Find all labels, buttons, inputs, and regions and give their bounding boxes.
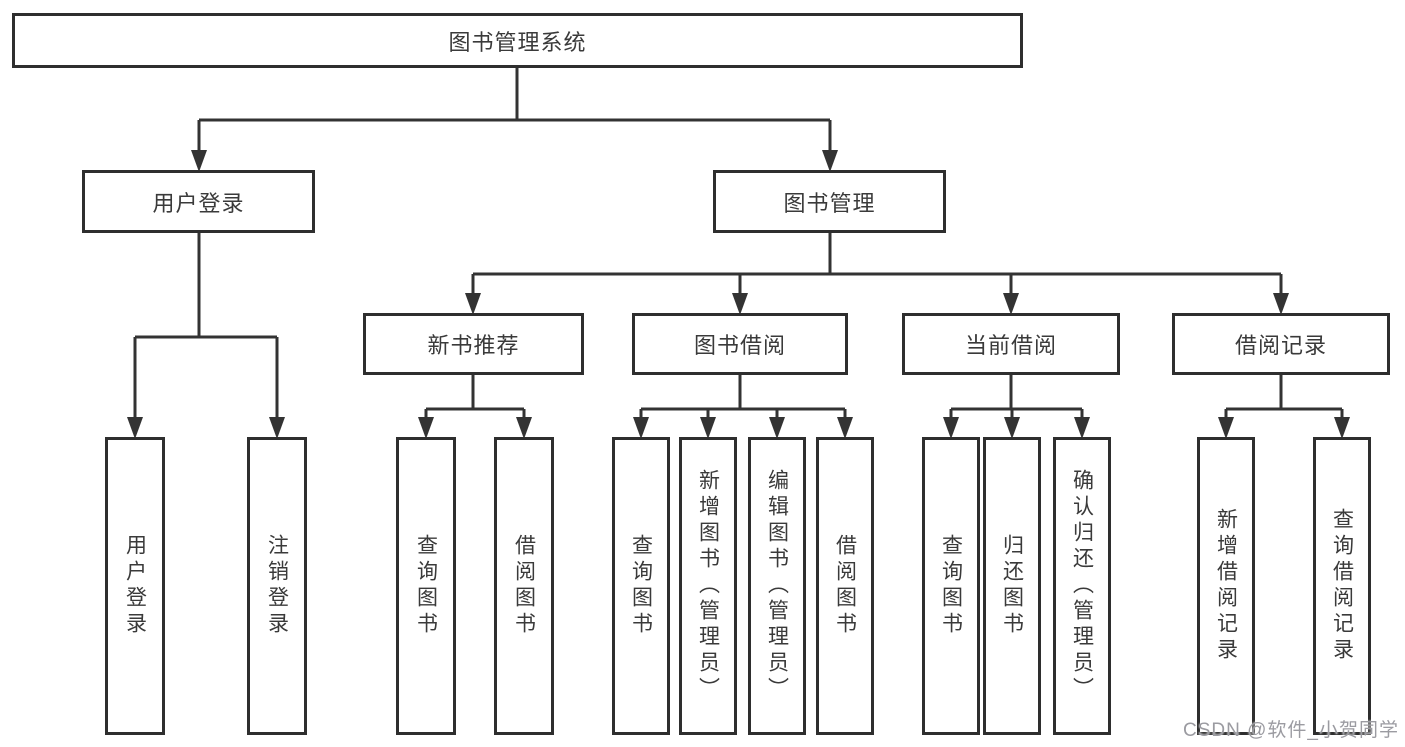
leaf-current-query-books: 查询图书 bbox=[922, 437, 980, 735]
leaf-borrowing-add-books-admin-label: 新增图书（管理员） bbox=[696, 469, 720, 703]
node-book-management-label: 图书管理 bbox=[783, 190, 876, 216]
arrow-head bbox=[1003, 293, 1019, 315]
leaf-borrowing-borrow-books: 借阅图书 bbox=[816, 437, 874, 735]
arrow-head bbox=[1004, 417, 1020, 439]
node-current-borrowing-label: 当前借阅 bbox=[964, 333, 1057, 358]
leaf-borrowing-edit-books-admin: 编辑图书（管理员） bbox=[748, 437, 806, 735]
leaf-borrowing-add-books-admin: 新增图书（管理员） bbox=[679, 437, 737, 735]
node-borrowing-records-label: 借阅记录 bbox=[1234, 333, 1327, 358]
node-current-borrowing: 当前借阅 bbox=[902, 313, 1120, 375]
connector-current-borrow-children bbox=[949, 375, 1084, 421]
arrow-head bbox=[700, 417, 716, 439]
leaf-user-login: 用户登录 bbox=[105, 437, 165, 735]
node-user-login: 用户登录 bbox=[82, 170, 315, 233]
connector-user-login-children bbox=[133, 233, 279, 419]
arrow-head bbox=[465, 293, 481, 315]
node-borrowing-records: 借阅记录 bbox=[1172, 313, 1390, 375]
leaf-borrowing-edit-books-admin-label: 编辑图书（管理员） bbox=[765, 469, 789, 703]
csdn-watermark: CSDN @软件_小贺同学 bbox=[1183, 720, 1399, 741]
connector-book-borrow-children bbox=[639, 375, 847, 421]
leaf-newbooks-borrow-books-label: 借阅图书 bbox=[512, 534, 536, 638]
node-new-book-recommend: 新书推荐 bbox=[363, 313, 584, 375]
node-new-book-recommend-label: 新书推荐 bbox=[427, 333, 520, 358]
leaf-newbooks-query-books-label: 查询图书 bbox=[414, 534, 438, 638]
arrow-head bbox=[269, 417, 285, 439]
node-user-login-label: 用户登录 bbox=[152, 190, 245, 216]
arrow-head bbox=[837, 417, 853, 439]
leaf-borrowing-query-books-label: 查询图书 bbox=[629, 534, 653, 638]
connector-book-mgmt-children bbox=[471, 233, 1283, 297]
arrow-head bbox=[633, 417, 649, 439]
leaf-records-query-record: 查询借阅记录 bbox=[1313, 437, 1371, 735]
leaf-records-add-record: 新增借阅记录 bbox=[1197, 437, 1255, 735]
arrow-head bbox=[1273, 293, 1289, 315]
leaf-current-confirm-return-admin: 确认归还（管理员） bbox=[1053, 437, 1111, 735]
leaf-current-return-books-label: 归还图书 bbox=[1000, 534, 1024, 638]
node-book-management: 图书管理 bbox=[713, 170, 946, 233]
leaf-newbooks-query-books: 查询图书 bbox=[396, 437, 456, 735]
leaf-user-login-label: 用户登录 bbox=[123, 534, 147, 638]
arrow-head bbox=[1334, 417, 1350, 439]
leaf-current-query-books-label: 查询图书 bbox=[939, 534, 963, 638]
connector-root-to-level2 bbox=[197, 68, 832, 154]
arrow-head bbox=[1218, 417, 1234, 439]
leaf-newbooks-borrow-books: 借阅图书 bbox=[494, 437, 554, 735]
leaf-current-return-books: 归还图书 bbox=[983, 437, 1041, 735]
arrow-heads bbox=[127, 150, 1350, 439]
leaf-borrowing-query-books: 查询图书 bbox=[612, 437, 670, 735]
leaf-records-add-record-label: 新增借阅记录 bbox=[1214, 508, 1238, 664]
leaf-borrowing-borrow-books-label: 借阅图书 bbox=[833, 534, 857, 638]
arrow-head bbox=[418, 417, 434, 439]
arrow-head bbox=[943, 417, 959, 439]
node-book-borrowing: 图书借阅 bbox=[632, 313, 848, 375]
node-root: 图书管理系统 bbox=[12, 13, 1023, 68]
arrow-head bbox=[127, 417, 143, 439]
arrow-head bbox=[516, 417, 532, 439]
arrow-head bbox=[769, 417, 785, 439]
connector-borrow-records-children bbox=[1224, 375, 1344, 421]
arrow-head bbox=[822, 150, 838, 172]
leaf-current-confirm-return-admin-label: 确认归还（管理员） bbox=[1070, 469, 1094, 703]
connector-new-books-children bbox=[424, 375, 526, 421]
leaf-logout-label: 注销登录 bbox=[265, 534, 289, 638]
arrow-head bbox=[732, 293, 748, 315]
node-book-borrowing-label: 图书借阅 bbox=[693, 333, 786, 358]
node-root-label: 图书管理系统 bbox=[448, 29, 587, 55]
leaf-logout: 注销登录 bbox=[247, 437, 307, 735]
leaf-records-query-record-label: 查询借阅记录 bbox=[1330, 508, 1354, 664]
arrow-head bbox=[191, 150, 207, 172]
arrow-head bbox=[1074, 417, 1090, 439]
